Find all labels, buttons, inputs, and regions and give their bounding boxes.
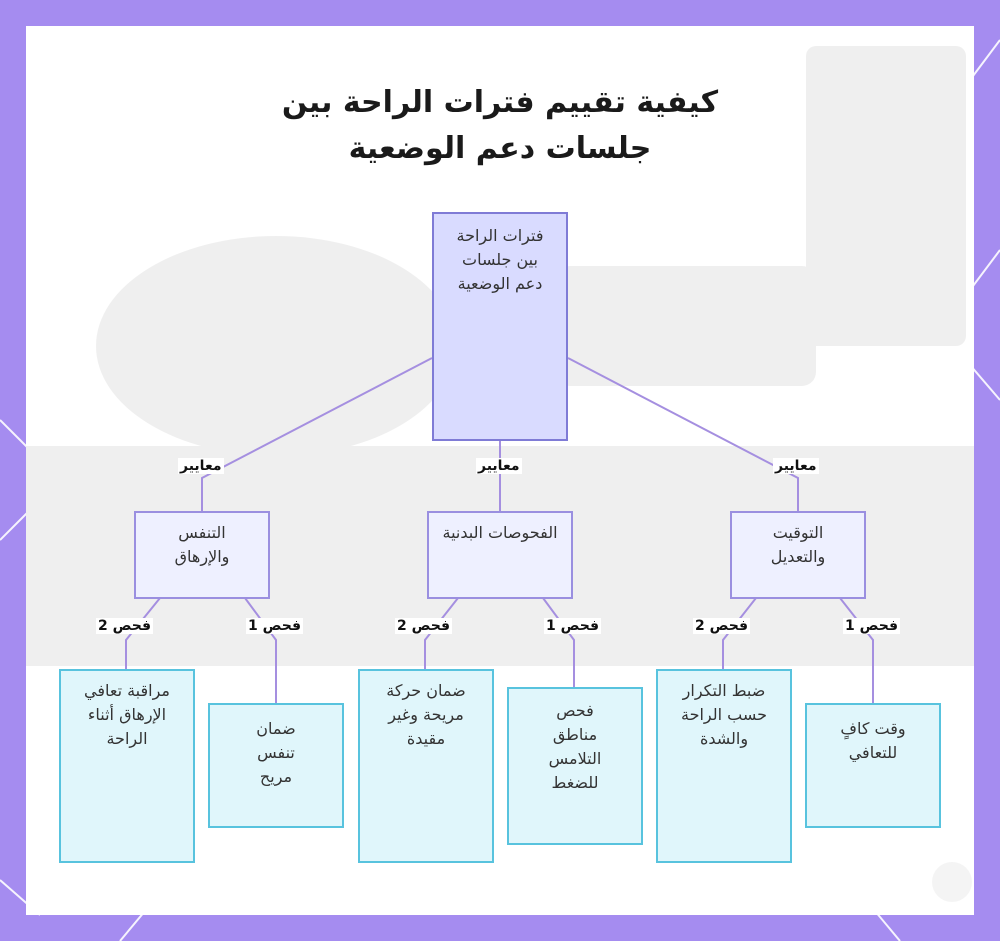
leaf-node-frequency-adjustment: ضبط التكرار حسب الراحة والشدة <box>656 669 792 863</box>
leaf-node-text: مراقبة تعافي الإرهاق أثناء الراحة <box>83 681 170 748</box>
leaf-node-text: ضمان حركة مريحة وغير مقيدة <box>386 681 466 748</box>
criteria-label-left: معايير <box>178 458 224 474</box>
check-label-right-1: فحص 1 <box>843 618 900 634</box>
root-node-text: فترات الراحة بين جلسات دعم الوضعية <box>456 226 544 293</box>
branch-node-text: التوقيت والتعديل <box>770 523 826 566</box>
check-label-left-1: فحص 1 <box>246 618 303 634</box>
branch-node-text: التنفس والإرهاق <box>174 523 230 566</box>
title-line-1: كيفية تقييم فترات الراحة بين <box>281 85 719 120</box>
leaf-node-text: وقت كافٍ للتعافي <box>840 719 906 762</box>
check-label-right-2: فحص 2 <box>693 618 750 634</box>
check-label-center-1: فحص 1 <box>544 618 601 634</box>
criteria-label-right: معايير <box>773 458 819 474</box>
connector-center-leaf-2 <box>424 597 459 670</box>
connector-right-leaf-2 <box>722 597 757 670</box>
leaf-node-text: ضمان تنفس مريح <box>256 719 296 786</box>
check-label-center-2: فحص 2 <box>395 618 452 634</box>
leaf-node-text: فحص مناطق التلامس للضغط <box>548 701 602 792</box>
connector-left-leaf-2 <box>125 597 161 670</box>
root-node: فترات الراحة بين جلسات دعم الوضعية <box>432 212 568 441</box>
title-line-2: جلسات دعم الوضعية <box>348 131 652 166</box>
leaf-node-free-movement: ضمان حركة مريحة وغير مقيدة <box>358 669 494 863</box>
connector-left-leaf-1 <box>244 597 277 704</box>
branch-node-timing: التوقيت والتعديل <box>730 511 866 599</box>
diagram-title: كيفية تقييم فترات الراحة بين جلسات دعم ا… <box>0 80 1000 172</box>
connector-right-leaf-1 <box>839 597 874 704</box>
brand-logo-icon <box>932 862 972 902</box>
branch-node-text: الفحوصات البدنية <box>442 523 558 542</box>
leaf-node-text: ضبط التكرار حسب الراحة والشدة <box>680 681 768 748</box>
branch-node-physical: الفحوصات البدنية <box>427 511 573 599</box>
leaf-node-sufficient-time: وقت كافٍ للتعافي <box>805 703 941 828</box>
criteria-label-center: معايير <box>476 458 522 474</box>
connector-root-right <box>567 357 799 512</box>
leaf-node-comfortable-breathing: ضمان تنفس مريح <box>208 703 344 828</box>
leaf-node-pressure-check: فحص مناطق التلامس للضغط <box>507 687 643 845</box>
connector-center-leaf-1 <box>542 597 575 688</box>
check-label-left-2: فحص 2 <box>96 618 153 634</box>
branch-node-breathing: التنفس والإرهاق <box>134 511 270 599</box>
connector-root-left <box>201 357 433 512</box>
leaf-node-fatigue-recovery: مراقبة تعافي الإرهاق أثناء الراحة <box>59 669 195 863</box>
